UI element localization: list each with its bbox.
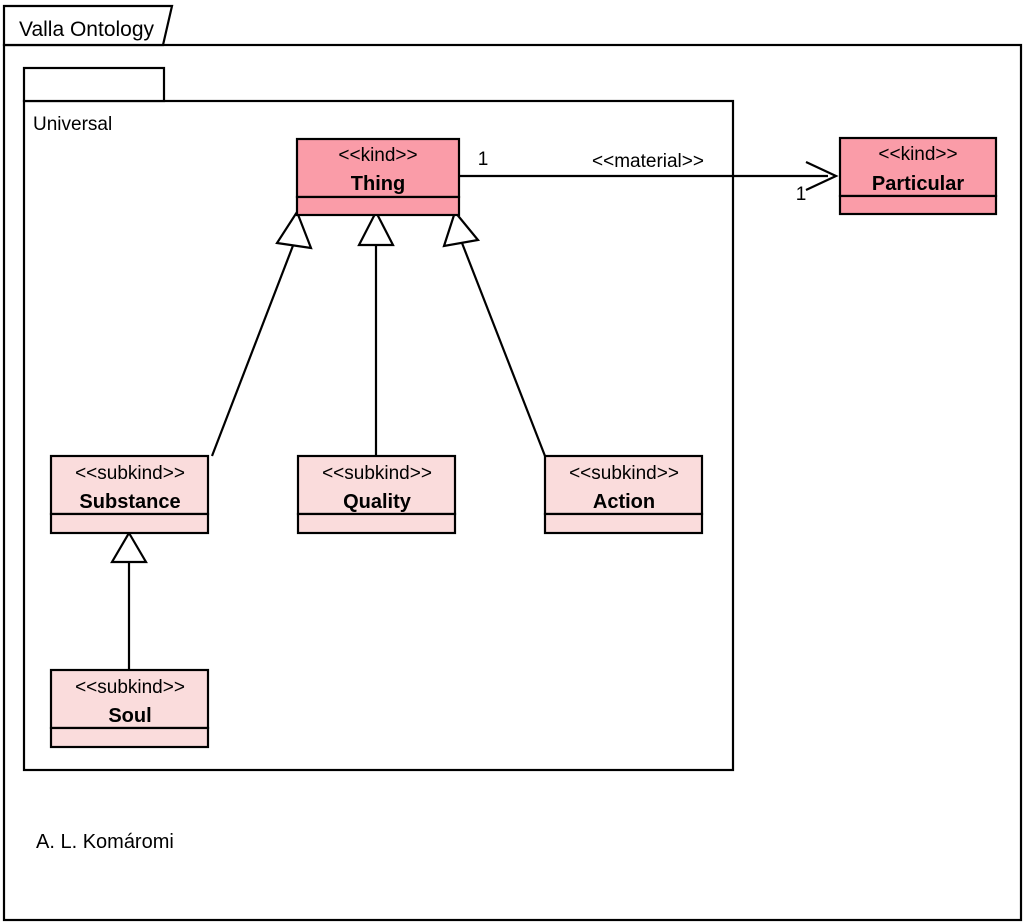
- generalization-substance-thing-arrowhead: [275, 209, 313, 250]
- class-action[interactable]: <<subkind>> Action: [543, 454, 704, 535]
- class-soul-attributes: [49, 726, 210, 749]
- association-material-target-multiplicity: 1: [796, 184, 807, 205]
- class-quality-name: Quality: [343, 491, 412, 513]
- class-substance-header: [49, 454, 210, 516]
- class-particular[interactable]: <<kind>> Particular: [838, 136, 998, 216]
- inner-package-tab: [22, 66, 166, 103]
- outer-package-name: Valla Ontology: [19, 18, 155, 41]
- generalization-substance-thing-line[interactable]: [210, 242, 296, 457]
- association-material-arrowhead: [805, 161, 839, 191]
- association-material-source-multiplicity: 1: [478, 149, 489, 170]
- class-quality-header: [296, 454, 457, 516]
- class-soul-header: [49, 668, 210, 730]
- class-thing-name: Thing: [351, 173, 405, 195]
- outer-package-body: [2, 43, 1023, 922]
- class-action-stereotype: <<subkind>>: [569, 463, 679, 484]
- class-substance[interactable]: <<subkind>> Substance: [49, 454, 210, 535]
- generalization-action-thing-line[interactable]: [460, 242, 547, 457]
- class-particular-header: [838, 136, 998, 198]
- class-action-name: Action: [593, 491, 655, 513]
- class-thing[interactable]: <<kind>> Thing: [295, 137, 461, 217]
- class-substance-name: Substance: [79, 491, 180, 513]
- class-quality[interactable]: <<subkind>> Quality: [296, 454, 457, 535]
- class-substance-attributes: [49, 512, 210, 535]
- class-soul-name: Soul: [108, 705, 151, 727]
- author-credit: A. L. Komáromi: [36, 831, 174, 853]
- class-thing-stereotype: <<kind>>: [338, 145, 417, 166]
- generalization-quality-thing-arrowhead: [357, 209, 395, 247]
- class-particular-name: Particular: [872, 173, 964, 195]
- class-soul-stereotype: <<subkind>>: [75, 677, 185, 698]
- class-soul[interactable]: <<subkind>> Soul: [49, 668, 210, 749]
- class-substance-stereotype: <<subkind>>: [75, 463, 185, 484]
- class-thing-header: [295, 137, 461, 199]
- class-particular-attributes: [838, 194, 998, 216]
- association-material-label: <<material>>: [592, 151, 704, 172]
- class-action-header: [543, 454, 704, 516]
- generalization-action-thing-arrowhead: [442, 209, 481, 248]
- generalization-soul-substance-arrowhead: [110, 530, 148, 564]
- class-particular-stereotype: <<kind>>: [878, 144, 957, 165]
- inner-package-name: Universal: [33, 114, 112, 135]
- outer-package-tab: [2, 4, 174, 47]
- class-action-attributes: [543, 512, 704, 535]
- class-thing-attributes: [295, 195, 461, 217]
- class-quality-stereotype: <<subkind>>: [322, 463, 432, 484]
- class-quality-attributes: [296, 512, 457, 535]
